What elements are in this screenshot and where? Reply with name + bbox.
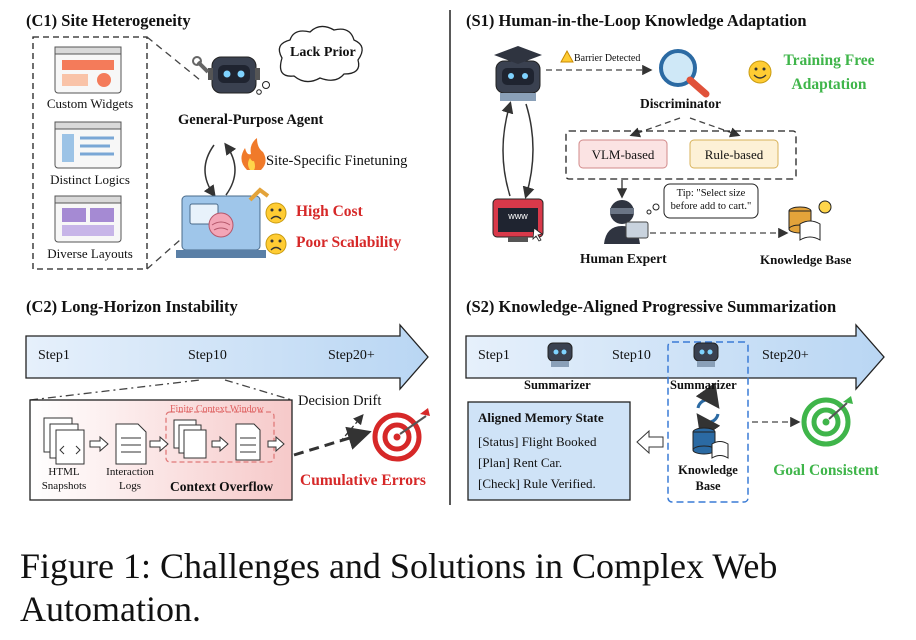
s2-step10: Step10: [612, 348, 651, 363]
magnifier-icon: [659, 49, 710, 98]
rule-based-label: Rule-based: [704, 147, 764, 162]
tip-bubble: [646, 183, 759, 219]
www-label: www: [508, 211, 528, 221]
summarizer-robot-icon-1: [547, 342, 573, 367]
c2-timeline-arrow: [25, 323, 429, 391]
diverse-layouts-icon: [54, 195, 122, 243]
html-label-2: Snapshots: [41, 480, 87, 492]
warning-icon: [560, 49, 574, 63]
memory-line-1: [Status] Flight Booked: [478, 434, 597, 449]
s2-step1: Step1: [478, 348, 510, 363]
summarizer-label-2: Summarizer: [670, 378, 737, 392]
browser-www-icon: [492, 198, 544, 242]
aligned-memory-box: [467, 401, 631, 501]
vlm-based-label: VLM-based: [591, 147, 655, 162]
diverse-layouts-label: Diverse Layouts: [47, 246, 133, 261]
poor-scalability-label: Poor Scalability: [296, 234, 402, 251]
memory-line-2: [Plan] Rent Car.: [478, 455, 563, 470]
graduate-robot-icon: [494, 46, 542, 101]
finetuning-label: Site-Specific Finetuning: [266, 153, 408, 169]
summarizer-robot-icon-2: [693, 342, 719, 367]
knowledge-base-label: Knowledge Base: [760, 252, 852, 267]
logs-label-1: Interaction: [106, 466, 154, 478]
logs-label-2: Logs: [119, 480, 141, 492]
distinct-logics-icon: [54, 121, 122, 169]
s2-timeline-arrow: [465, 323, 885, 391]
decision-drift-label: Decision Drift: [298, 393, 382, 409]
caption-line-2: Automation.: [20, 589, 201, 629]
adaptation-label: Adaptation: [791, 76, 867, 93]
cumulative-errors-label: Cumulative Errors: [300, 472, 426, 489]
robot-agent-icon: [192, 56, 260, 94]
discriminator-label: Discriminator: [640, 96, 721, 111]
kb-label-1: Knowledge: [678, 463, 738, 477]
tip-line-2: before add to cart.": [670, 201, 752, 212]
sad-face-icon-1: [265, 202, 287, 224]
tip-line-1: Tip: "Select size: [676, 188, 746, 199]
vlm-based-box: [578, 139, 668, 169]
general-purpose-agent-label: General-Purpose Agent: [178, 112, 324, 128]
training-free-label: Training Free: [783, 52, 875, 69]
interaction-logs-icon: [115, 423, 147, 465]
database-book-icon: [692, 427, 729, 459]
custom-widgets-icon: [54, 46, 122, 94]
target-icon: [372, 408, 430, 462]
distinct-logics-label: Distinct Logics: [50, 172, 130, 187]
finite-window-frame: [165, 411, 275, 463]
kb-label-2: Base: [695, 479, 721, 493]
knowledge-base-book-icon: [788, 200, 832, 241]
s2-title: (S2) Knowledge-Aligned Progressive Summa…: [466, 297, 837, 316]
lack-prior-text: Lack Prior: [290, 45, 356, 60]
figure-caption: Figure 1: Challenges and Solutions in Co…: [20, 545, 910, 631]
site-list-frame: [32, 36, 148, 270]
smile-face-icon: [748, 60, 772, 84]
c2-step10: Step10: [188, 348, 227, 363]
summarizer-label-1: Summarizer: [524, 378, 591, 392]
human-expert-icon: [604, 200, 649, 244]
window-snapshots-icon: [173, 419, 207, 459]
discriminator-methods-frame: [565, 130, 797, 180]
high-cost-label: High Cost: [296, 203, 363, 220]
memory-arrow-icon: [636, 429, 664, 455]
barrier-detected-label: Barrier Detected: [574, 53, 641, 64]
html-snapshots-icon: [43, 417, 85, 465]
custom-widgets-label: Custom Widgets: [46, 96, 134, 111]
goal-target-icon: [801, 396, 853, 447]
rule-based-box: [689, 139, 779, 169]
finite-window-label: Finite Context Window: [170, 404, 264, 415]
c2-title: (C2) Long-Horizon Instability: [26, 297, 238, 316]
c1-title: (C1) Site Heterogeneity: [26, 11, 191, 30]
s1-title: (S1) Human-in-the-Loop Knowledge Adaptat…: [466, 11, 807, 30]
goal-consistent-label: Goal Consistent: [773, 462, 879, 479]
human-expert-label: Human Expert: [580, 251, 667, 266]
memory-line-3: [Check] Rule Verified.: [478, 476, 596, 491]
lack-prior-bubble: [256, 25, 363, 95]
context-overflow-label: Context Overflow: [170, 479, 274, 494]
caption-line-1: Figure 1: Challenges and Solutions in Co…: [20, 546, 778, 586]
window-logs-icon: [235, 423, 261, 461]
html-label-1: HTML: [48, 466, 80, 478]
memory-title: Aligned Memory State: [478, 410, 604, 425]
sad-face-icon-2: [265, 233, 287, 255]
finetuning-machine-icon: [176, 187, 270, 258]
sync-icon: [695, 382, 721, 440]
s2-step20: Step20+: [762, 348, 809, 363]
knowledge-frame: [667, 341, 749, 503]
c2-step20: Step20+: [328, 348, 375, 363]
c2-step1: Step1: [38, 348, 70, 363]
flame-icon: [241, 138, 266, 170]
